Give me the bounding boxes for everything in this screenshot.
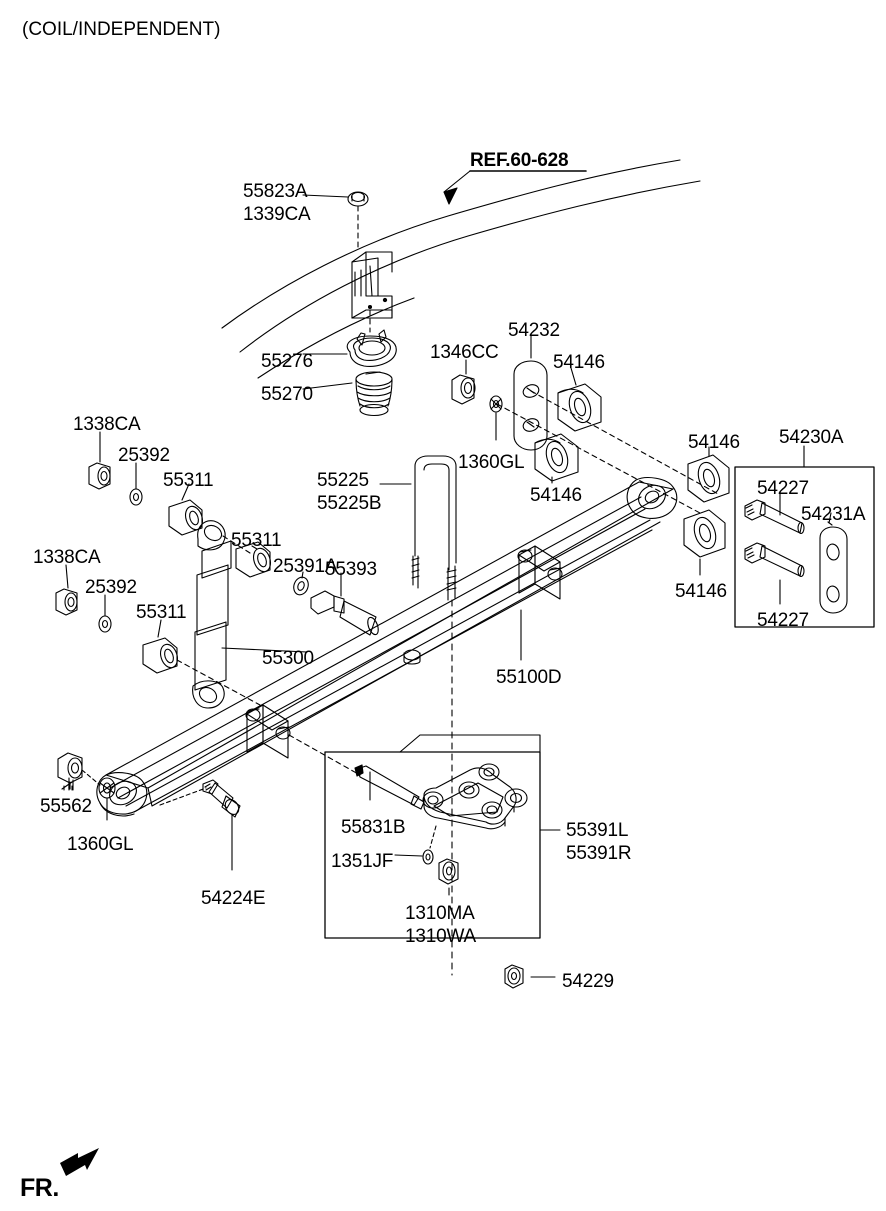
part-label-55393: 55393: [325, 559, 377, 580]
part-label-1351jf: 1351JF: [331, 851, 394, 872]
part-label-55311-a: 55311: [163, 470, 214, 491]
part-label-55225b: 55225B: [317, 493, 382, 514]
part-label-54146-c: 54146: [688, 432, 740, 453]
part-label-55562: 55562: [40, 796, 92, 817]
part-label-1360gl-b: 1360GL: [67, 834, 134, 855]
part-label-55823a: 55823A: [243, 181, 308, 202]
part-label-1339ca: 1339CA: [243, 204, 311, 225]
part-label-55225: 55225: [317, 470, 369, 491]
part-label-54146-b: 54146: [530, 485, 582, 506]
part-label-54227-b: 54227: [757, 610, 809, 631]
part-label-54229: 54229: [562, 971, 614, 992]
part-label-55311-c: 55311: [136, 602, 187, 623]
part-label-54224e: 54224E: [201, 888, 266, 909]
part-label-25391a: 25391A: [273, 556, 338, 577]
part-label-1310wa: 1310WA: [405, 926, 476, 947]
page-title: (COIL/INDEPENDENT): [22, 19, 221, 40]
part-label-55391r: 55391R: [566, 843, 632, 864]
part-label-54232: 54232: [508, 320, 560, 341]
part-label-54146-a: 54146: [553, 352, 605, 373]
part-label-25392-a: 25392: [118, 445, 170, 466]
part-label-1360gl-a: 1360GL: [458, 452, 525, 473]
reference-callout: REF.60-628: [470, 150, 569, 171]
part-label-1338ca-a: 1338CA: [73, 414, 141, 435]
part-label-54146-d: 54146: [675, 581, 727, 602]
orientation-label: FR.: [20, 1174, 59, 1202]
part-label-55311-b: 55311: [231, 530, 282, 551]
part-label-55391l: 55391L: [566, 820, 629, 841]
part-label-25392-b: 25392: [85, 577, 137, 598]
part-label-54231a: 54231A: [801, 504, 866, 525]
part-label-54227-a: 54227: [757, 478, 809, 499]
part-label-54230a: 54230A: [779, 427, 844, 448]
part-label-55300: 55300: [262, 648, 314, 669]
part-label-55100d: 55100D: [496, 667, 562, 688]
part-label-1346cc: 1346CC: [430, 342, 499, 363]
part-label-55831b: 55831B: [341, 817, 406, 838]
part-label-1310ma: 1310MA: [405, 903, 475, 924]
part-label-55270: 55270: [261, 384, 313, 405]
part-label-1338ca-b: 1338CA: [33, 547, 101, 568]
part-label-55276: 55276: [261, 351, 313, 372]
